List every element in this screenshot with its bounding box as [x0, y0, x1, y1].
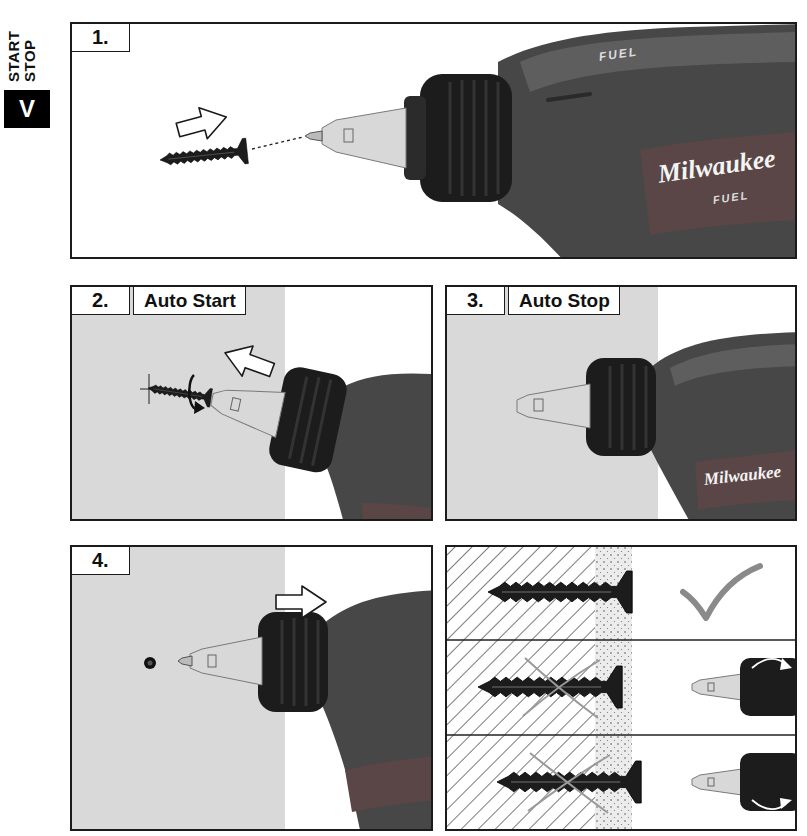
logo-patch — [640, 132, 795, 235]
bit-tip — [178, 656, 192, 666]
mode-label: START STOP — [6, 8, 38, 82]
collar-ribs — [473, 80, 476, 196]
tool-collar — [740, 658, 795, 716]
row-divider — [447, 734, 795, 736]
mode-letter: V — [4, 90, 50, 128]
collar-ribs — [293, 618, 296, 706]
row-divider — [447, 639, 795, 641]
brand-logo: Milwaukee — [656, 144, 777, 190]
step-three-art — [447, 287, 795, 519]
collar-ribs — [461, 80, 464, 196]
step-number: 3. — [447, 287, 505, 315]
tool-body — [498, 24, 795, 257]
wall — [72, 547, 285, 829]
mode-indicator: START STOP V — [0, 4, 56, 132]
tool-collar — [420, 74, 512, 202]
collar-ribs — [621, 364, 624, 450]
tool-collar — [586, 358, 656, 456]
collar-ribs — [305, 618, 308, 706]
step-panel: 3.Auto Stop — [445, 285, 797, 521]
collar-ribs — [450, 80, 498, 196]
screw-too-deep — [478, 666, 622, 708]
cross-mark — [523, 660, 600, 716]
screw — [147, 379, 213, 407]
collar-ribs — [610, 364, 646, 450]
screw-correct — [488, 571, 632, 613]
check-mark — [683, 566, 760, 618]
tool — [187, 323, 431, 519]
nose-window — [208, 655, 216, 667]
nose-window — [344, 129, 353, 142]
collar-ribs — [317, 620, 320, 704]
nose-cone — [692, 769, 742, 795]
brand-logo: Milwaukee — [703, 462, 782, 490]
screw-recess — [148, 661, 153, 666]
insert-guide — [252, 137, 303, 149]
wall — [72, 287, 285, 519]
direction-arrow — [276, 586, 326, 618]
collar-ribs — [609, 366, 612, 448]
step-number: 2. — [72, 287, 130, 315]
step-panel: 2.Auto Start — [70, 285, 433, 521]
screw — [159, 138, 249, 173]
logo-patch — [345, 756, 431, 812]
bit-tip — [305, 131, 322, 141]
cross-mark — [528, 755, 610, 811]
step-number: 4. — [72, 547, 130, 575]
tool-collar — [258, 612, 328, 712]
nose-window — [534, 399, 543, 411]
collar-ribs — [312, 380, 330, 466]
depth-results-art — [447, 547, 795, 829]
nose-cone — [322, 108, 406, 168]
tool-highlight — [520, 32, 795, 92]
step-two-art — [72, 287, 431, 519]
logo-patch — [353, 489, 431, 519]
tool-body — [650, 332, 795, 519]
results-panel-border — [446, 546, 796, 830]
tool-highlight — [670, 344, 795, 386]
tool-groove — [548, 94, 590, 100]
nose-cone — [692, 674, 742, 700]
brand-series: FUEL — [598, 45, 639, 64]
step-number: 1. — [72, 24, 130, 52]
nose-window — [708, 683, 714, 691]
step-four-art — [72, 547, 431, 829]
collar-ribs — [289, 375, 331, 466]
step-title: Auto Start — [133, 287, 246, 315]
collar-ribs — [282, 618, 318, 706]
step-panel: 4. — [70, 545, 433, 831]
wall — [447, 287, 658, 519]
logo-patch — [695, 450, 795, 510]
step-title: Auto Stop — [508, 287, 620, 315]
nose-cone — [207, 378, 285, 438]
nose-window — [230, 398, 240, 411]
brand-series: FUEL — [712, 189, 750, 206]
collar-ribs — [485, 80, 488, 196]
collar-ribs — [449, 82, 452, 194]
collar-ribs — [645, 366, 648, 448]
tool-collar — [740, 753, 795, 811]
collar-ribs — [497, 82, 500, 194]
rotation-arrow-head — [194, 401, 205, 414]
step-panel: 1. — [70, 22, 797, 259]
screw-head — [144, 657, 156, 669]
direction-arrow — [220, 338, 278, 385]
step-one-art — [159, 24, 795, 257]
tool-body — [322, 590, 431, 829]
cross-mark — [530, 753, 608, 813]
nose-cone — [517, 384, 590, 428]
nose-cone — [190, 637, 262, 685]
adjust-arrow-head — [780, 798, 792, 809]
direction-arrow — [174, 102, 231, 146]
nose-window — [708, 778, 714, 786]
adjust-arrow-head — [780, 658, 792, 670]
collar-ribs — [633, 364, 636, 450]
collar-ribs — [281, 620, 284, 704]
tool-ring — [404, 96, 426, 180]
